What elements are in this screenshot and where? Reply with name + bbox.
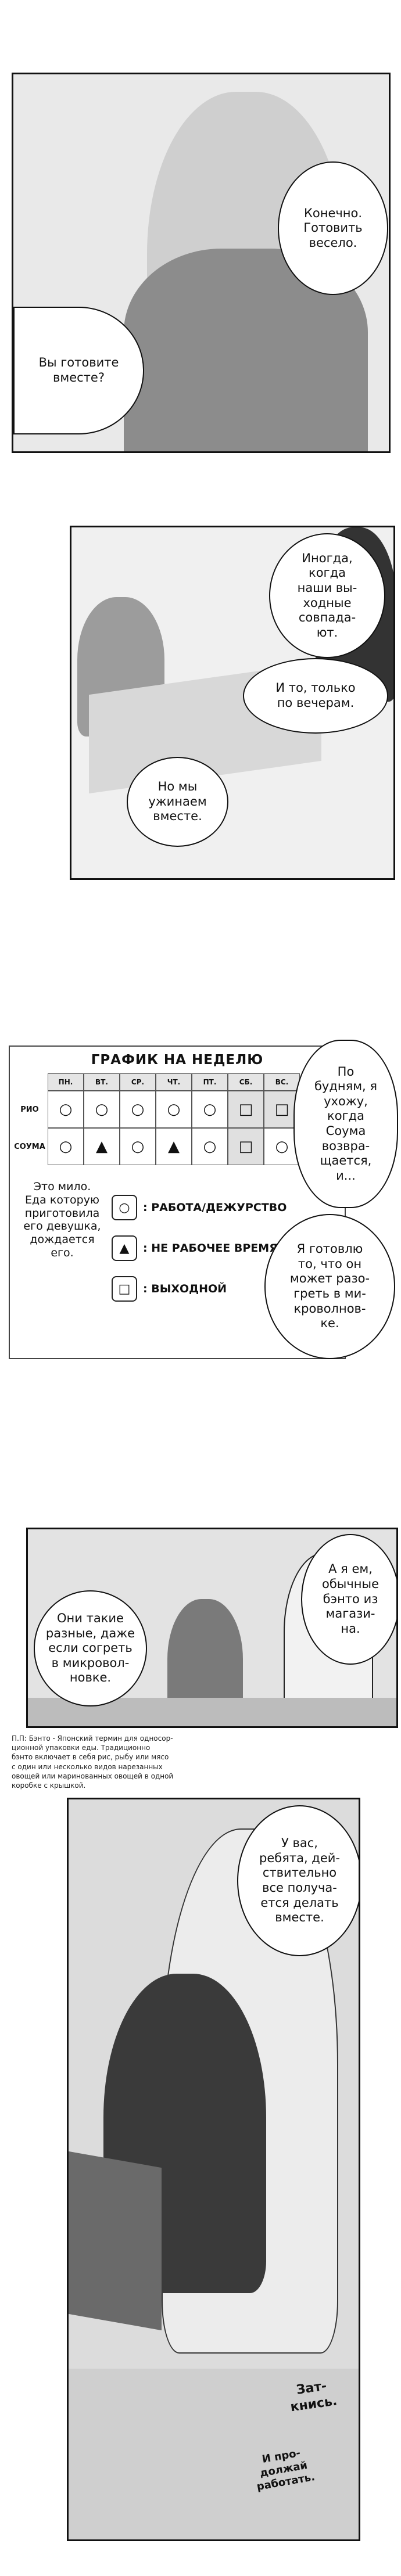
schedule-cell: □ (228, 1091, 264, 1128)
panel-1: Конечно. Готовить весело. Вы готовите вм… (12, 73, 391, 453)
speech-bubble-right: У вас, ребята, дей- ствительно все получ… (237, 1805, 359, 1956)
day-header: ПН. (48, 1073, 84, 1091)
legend-symbol: □ (112, 1276, 137, 1302)
day-header: СБ. (228, 1073, 264, 1091)
kitchen-counter (69, 2369, 359, 2539)
panel-5: У вас, ребята, дей- ствительно все получ… (67, 1798, 360, 2541)
speech-bubble-top: Иногда, когда наши вы- ходные совпада- ю… (269, 533, 385, 658)
legend-off-hours: ▲ : НЕ РАБОЧЕЕ ВРЕМЯ (112, 1235, 278, 1261)
legend-symbol: ▲ (112, 1235, 137, 1261)
legend-day-off: □ : ВЫХОДНОЙ (112, 1276, 227, 1302)
schedule-cell: ○ (120, 1128, 156, 1165)
speech-bubble-cooking: Я готовлю то, что он может разо- греть в… (264, 1214, 395, 1359)
translator-footnote: П.П: Бэнто - Японский термин для односор… (12, 1734, 174, 1790)
day-header: СР. (120, 1073, 156, 1091)
schedule-cell: ○ (48, 1128, 84, 1165)
schedule-cell: ○ (156, 1091, 192, 1128)
legend-work: ○ : РАБОТА/ДЕЖУРСТВО (112, 1195, 287, 1220)
weekly-schedule: ГРАФИК НА НЕДЕЛЮ ПН. ВТ. СР. ЧТ. ПТ. СБ.… (9, 1046, 346, 1359)
day-header: ВТ. (84, 1073, 120, 1091)
legend-label: : НЕ РАБОЧЕЕ ВРЕМЯ (143, 1242, 278, 1255)
speech-bubble-left: Они такие разные, даже если согреть в ми… (34, 1590, 147, 1706)
speech-bubble-mid: И то, только по вечерам. (243, 658, 388, 734)
schedule-cell: ○ (48, 1091, 84, 1128)
row-label: РИО (20, 1105, 39, 1114)
day-header: ВС. (264, 1073, 300, 1091)
legend-symbol: ○ (112, 1195, 137, 1220)
row-label: СОУМА (14, 1142, 45, 1151)
schedule-cell: ▲ (84, 1128, 120, 1165)
panel-2: Иногда, когда наши вы- ходные совпада- ю… (70, 526, 395, 880)
panel-4: А я ем, обычные бэнто из магази- на. Они… (26, 1528, 398, 1728)
legend-label: : ВЫХОДНОЙ (143, 1282, 227, 1295)
speech-bubble-right: А я ем, обычные бэнто из магази- на. (301, 1534, 396, 1665)
legend-label: : РАБОТА/ДЕЖУРСТВО (143, 1201, 287, 1214)
speech-bubble-weekdays: По будням, я ухожу, когда Соума возвра- … (293, 1040, 398, 1208)
schedule-cell: ○ (192, 1091, 228, 1128)
speech-bubble-right: Конечно. Готовить весело. (278, 161, 388, 295)
speech-bubble-left: Вы готовите вместе? (13, 307, 144, 434)
schedule-cell: ▲ (156, 1128, 192, 1165)
schedule-cell: ○ (84, 1091, 120, 1128)
laptop (69, 2151, 162, 2331)
schedule-cell: □ (228, 1128, 264, 1165)
speech-bubble-bottom: Но мы ужинаем вместе. (127, 757, 228, 847)
schedule-cell: ○ (192, 1128, 228, 1165)
schedule-cell: ○ (120, 1091, 156, 1128)
day-header: ПТ. (192, 1073, 228, 1091)
day-header: ЧТ. (156, 1073, 192, 1091)
schedule-title: ГРАФИК НА НЕДЕЛЮ (91, 1052, 264, 1068)
handwritten-note: Это мило. Еда которую приготовила его де… (23, 1180, 101, 1259)
